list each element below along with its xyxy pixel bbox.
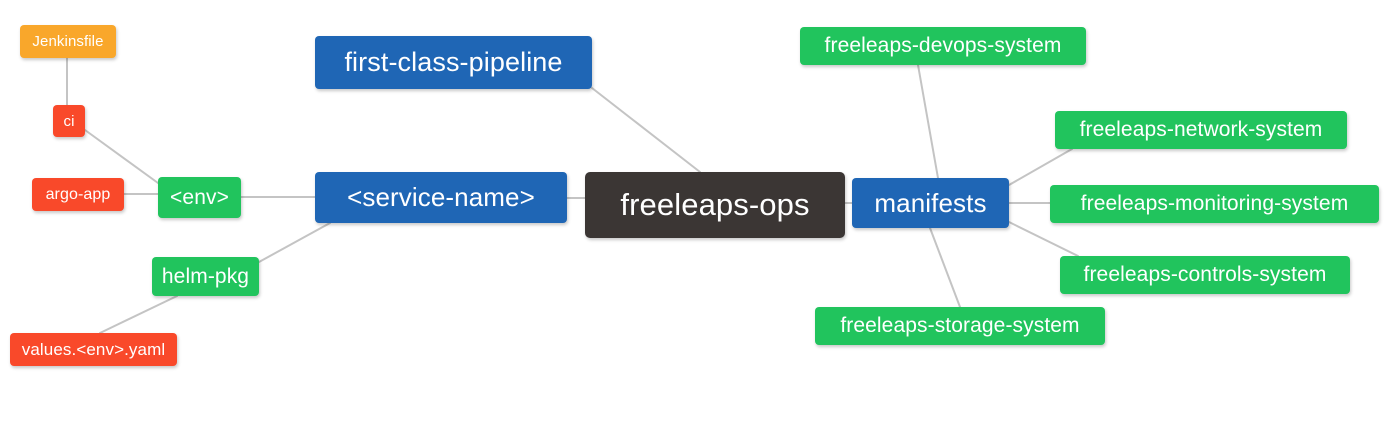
mindmap-node-helm-pkg[interactable]: helm-pkg <box>152 257 259 296</box>
node-label: ci <box>63 112 75 130</box>
mindmap-node-ci[interactable]: ci <box>53 105 85 137</box>
node-label: freeleaps-network-system <box>1079 118 1323 141</box>
node-label: values.<env>.yaml <box>21 339 166 359</box>
node-label: manifests <box>874 187 987 218</box>
node-label: freeleaps-devops-system <box>824 34 1062 57</box>
mindmap-node-freeleaps-controls-system[interactable]: freeleaps-controls-system <box>1060 256 1350 294</box>
mindmap-node-argo-app[interactable]: argo-app <box>32 178 124 211</box>
edge-manifests-storage <box>929 227 961 308</box>
node-label: first-class-pipeline <box>344 47 563 77</box>
mindmap-node-env[interactable]: <env> <box>158 177 241 218</box>
edge-manifests-controls <box>1008 221 1079 257</box>
edge-service-helmpkg <box>258 222 331 263</box>
edge-manifests-network <box>1008 148 1073 186</box>
mindmap-node-values-env-yaml[interactable]: values.<env>.yaml <box>10 333 177 366</box>
mindmap-node-freeleaps-ops[interactable]: freeleaps-ops <box>585 172 845 238</box>
node-label: freeleaps-monitoring-system <box>1080 192 1349 215</box>
mindmap-node-freeleaps-storage-system[interactable]: freeleaps-storage-system <box>815 307 1105 345</box>
mindmap-node-service-name[interactable]: <service-name> <box>315 172 567 223</box>
mindmap-node-jenkinsfile[interactable]: Jenkinsfile <box>20 25 116 58</box>
node-label: argo-app <box>45 185 111 203</box>
mindmap-node-freeleaps-devops-system[interactable]: freeleaps-devops-system <box>800 27 1086 65</box>
node-label: freeleaps-controls-system <box>1083 263 1327 286</box>
mindmap-node-first-class-pipeline[interactable]: first-class-pipeline <box>315 36 592 89</box>
node-label: helm-pkg <box>161 264 250 288</box>
edge-env-ci <box>84 129 159 184</box>
mindmap-node-freeleaps-monitoring-system[interactable]: freeleaps-monitoring-system <box>1050 185 1379 223</box>
node-label: Jenkinsfile <box>32 33 104 50</box>
node-label: <env> <box>170 185 229 209</box>
mindmap-node-manifests[interactable]: manifests <box>852 178 1009 228</box>
node-label: freeleaps-storage-system <box>840 314 1080 337</box>
edge-helmpkg-values <box>99 295 178 334</box>
node-label: freeleaps-ops <box>620 187 810 222</box>
node-label: <service-name> <box>347 182 535 212</box>
mindmap-node-freeleaps-network-system[interactable]: freeleaps-network-system <box>1055 111 1347 149</box>
edge-manifests-devops <box>917 64 939 179</box>
edge-root-pipeline <box>591 87 701 173</box>
